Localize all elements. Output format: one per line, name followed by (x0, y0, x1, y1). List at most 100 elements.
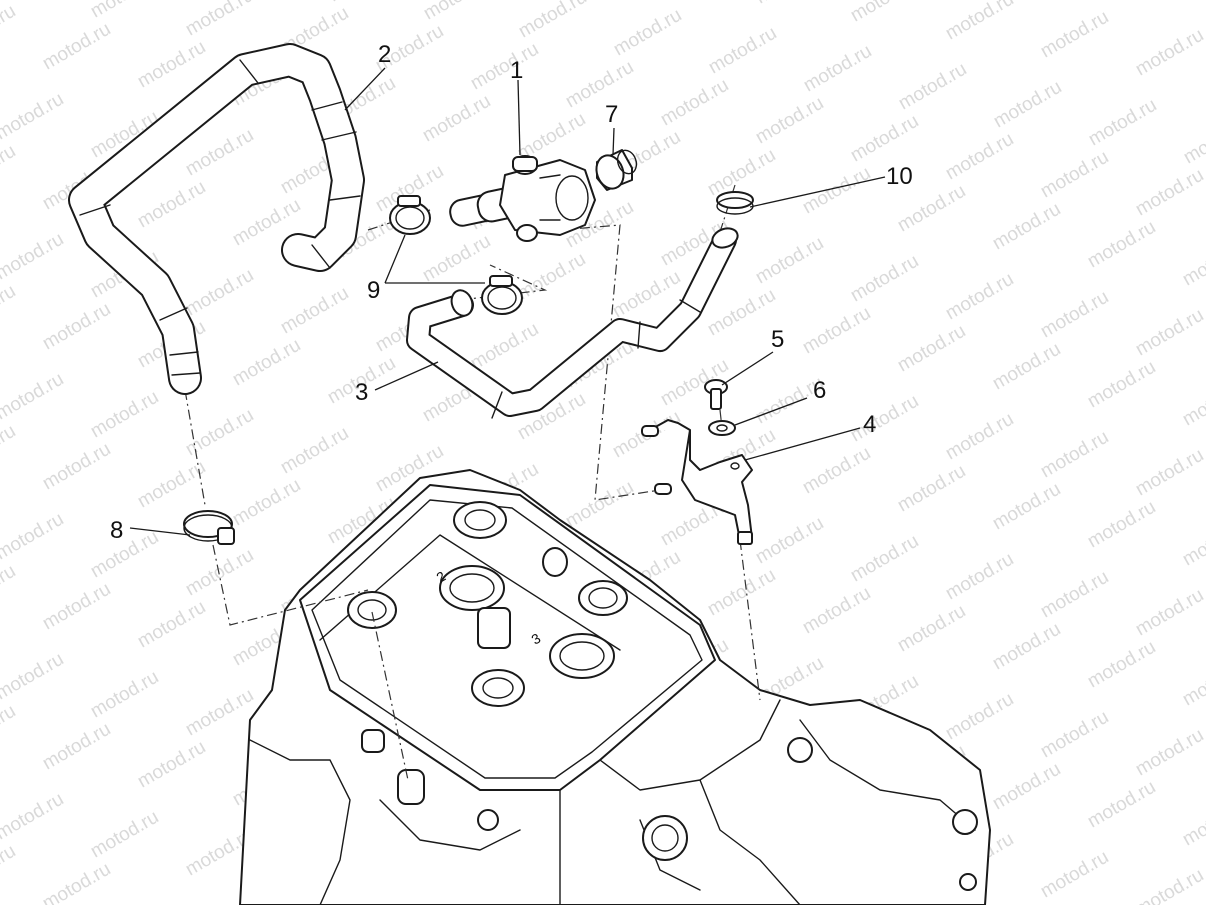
part-5-bolt (704, 379, 728, 410)
watermark-text: motod.ru (1179, 515, 1206, 571)
watermark-text: motod.ru (1132, 305, 1206, 361)
watermark-text: motod.ru (39, 579, 114, 635)
watermark-text: motod.ru (752, 0, 827, 8)
watermark-text: motod.ru (989, 339, 1064, 395)
watermark-text: motod.ru (1132, 165, 1206, 221)
watermark-text: motod.ru (1180, 113, 1206, 169)
callout-2: 2 (378, 41, 391, 68)
watermark-text: motod.ru (0, 89, 67, 145)
watermark-text: motod.ru (799, 583, 874, 639)
engine-cylinder-head: 2 3 (239, 469, 991, 905)
watermark-text: motod.ru (182, 685, 257, 741)
watermark-text: motod.ru (277, 423, 352, 479)
watermark-text: motod.ru (134, 457, 209, 513)
watermark-text: motod.ru (1037, 847, 1112, 903)
callout-labels: 1 2 3 4 5 6 7 8 9 10 (110, 41, 913, 544)
watermark-text: motod.ru (134, 177, 209, 233)
watermark-text: motod.ru (87, 387, 162, 443)
watermark-text: motod.ru (847, 391, 922, 447)
watermark-text: motod.ru (0, 509, 67, 565)
watermark-text: motod.ru (87, 807, 162, 863)
watermark-text: motod.ru (942, 129, 1017, 185)
part-9-clamp-upper (389, 195, 431, 235)
callout-3: 3 (355, 379, 368, 406)
watermark-text: motod.ru (942, 269, 1017, 325)
watermark-text: motod.ru (515, 0, 590, 42)
watermark-text: motod.ru (799, 443, 874, 499)
watermark-text: motod.ru (562, 477, 637, 533)
watermark-text: motod.ru (1084, 357, 1159, 413)
watermark-text: motod.ru (989, 759, 1064, 815)
watermark-text: motod.ru (514, 249, 589, 305)
watermark-text: motod.ru (1085, 95, 1160, 151)
watermark-text: motod.ru (752, 93, 827, 149)
watermark-text: motod.ru (87, 0, 162, 22)
watermark-text: motod.ru (229, 335, 304, 391)
watermark-text: motod.ru (895, 59, 970, 115)
watermark-text: motod.ru (1179, 795, 1206, 851)
watermark-text: motod.ru (894, 461, 969, 517)
watermark-text: motod.ru (277, 283, 352, 339)
watermark-text: motod.ru (39, 439, 114, 495)
watermark-text: motod.ru (1037, 567, 1112, 623)
callout-6: 6 (813, 377, 826, 404)
watermark-text: motod.ru (1037, 707, 1112, 763)
watermark-text: motod.ru (39, 19, 114, 75)
callout-7: 7 (605, 101, 618, 128)
watermark-text: motod.ru (39, 299, 114, 355)
watermark-text: motod.ru (419, 91, 494, 147)
watermark-text: motod.ru (1132, 25, 1206, 81)
leader-lines (129, 67, 886, 536)
watermark-text: motod.ru (0, 141, 19, 197)
watermark-text: motod.ru (1179, 375, 1206, 431)
watermark-text: motod.ru (0, 229, 67, 285)
watermark-text: motod.ru (1037, 287, 1112, 343)
watermark-text: motod.ru (704, 285, 779, 341)
watermark-text: motod.ru (0, 1, 19, 57)
part-1-valve (449, 155, 596, 242)
watermark-text: motod.ru (894, 601, 969, 657)
callout-1: 1 (510, 57, 523, 84)
watermark-text: motod.ru (419, 231, 494, 287)
watermark-text: motod.ru (182, 545, 257, 601)
watermark-text: motod.ru (229, 475, 304, 531)
watermark-text: motod.ru (87, 667, 162, 723)
watermark-text: motod.ru (894, 321, 969, 377)
watermark-text: motod.ru (752, 513, 827, 569)
watermark-text: motod.ru (704, 565, 779, 621)
watermark-text: motod.ru (847, 111, 922, 167)
part-4-bracket (641, 419, 753, 545)
watermark-text: motod.ru (134, 37, 209, 93)
part-10-ring (716, 191, 754, 215)
watermark-text: motod.ru (1084, 217, 1159, 273)
watermark-text: motod.ru (942, 689, 1017, 745)
callout-10: 10 (886, 163, 913, 190)
watermark-text: motod.ru (39, 859, 114, 905)
watermark-text: motod.ru (1037, 147, 1112, 203)
watermark-text: motod.ru (989, 619, 1064, 675)
watermark-text: motod.ru (134, 597, 209, 653)
watermark-text: motod.ru (0, 789, 67, 845)
watermark-text: motod.ru (610, 5, 685, 61)
callout-4: 4 (863, 411, 876, 438)
watermark-text: motod.ru (800, 41, 875, 97)
watermark-text: motod.ru (1132, 865, 1206, 905)
watermark-text: motod.ru (0, 841, 19, 897)
watermark-text: motod.ru (467, 39, 542, 95)
watermark-text: motod.ru (847, 251, 922, 307)
watermark-text: motod.ru (87, 527, 162, 583)
part-7-cap (595, 149, 638, 191)
watermark-text: motod.ru (0, 561, 19, 617)
watermark-text: motod.ru (989, 199, 1064, 255)
callout-9: 9 (367, 277, 380, 304)
watermark-text: motod.ru (182, 405, 257, 461)
watermark-text: motod.ru (989, 479, 1064, 535)
watermark-text: motod.ru (942, 409, 1017, 465)
watermark-text: motod.ru (942, 0, 1017, 44)
watermark-text: motod.ru (705, 23, 780, 79)
watermark-text: motod.ru (1037, 7, 1112, 63)
watermark-text: motod.ru (752, 233, 827, 289)
watermark-text: motod.ru (0, 701, 19, 757)
watermark-text: motod.ru (799, 163, 874, 219)
watermark-text: motod.ru (1084, 497, 1159, 553)
